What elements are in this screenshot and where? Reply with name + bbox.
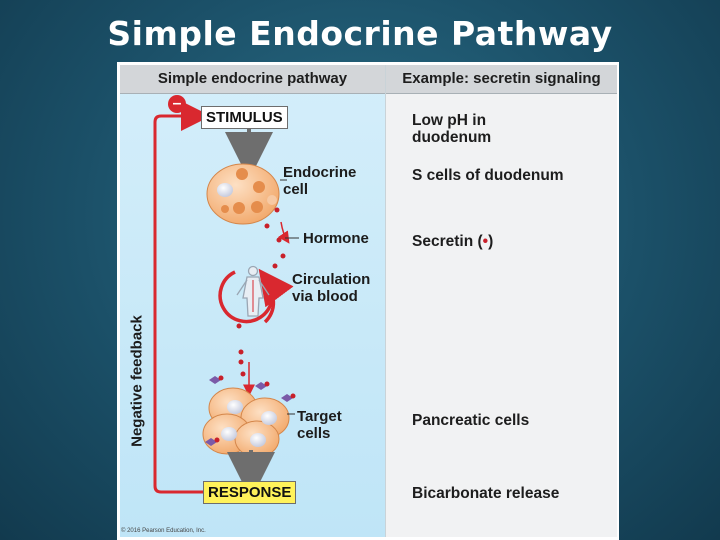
secretin-dot-legend: (•) (477, 233, 494, 250)
negative-feedback-arrow (153, 101, 211, 494)
example-endocrine-cell: S cells of duodenum (412, 167, 564, 184)
endocrine-figure: Simple endocrine pathway Example: secret… (117, 62, 619, 540)
stimulus-box: STIMULUS (201, 106, 288, 129)
target-cells-label: Target cells (297, 408, 342, 442)
negative-feedback-label: Negative feedback (128, 315, 146, 447)
circulation-label: Circulation via blood (292, 271, 371, 305)
left-column-header: Simple endocrine pathway (120, 65, 385, 94)
negative-sign-icon: – (168, 95, 186, 113)
response-box: RESPONSE (203, 481, 297, 504)
target-cells-icon (202, 371, 296, 458)
hormone-label: Hormone (303, 230, 369, 247)
copyright-text: © 2016 Pearson Education, Inc. (121, 528, 206, 534)
right-column-header: Example: secretin signaling (386, 65, 617, 94)
right-column: Example: secretin signaling Low pH in du… (385, 65, 617, 537)
example-response: Bicarbonate release (412, 485, 560, 502)
example-stimulus: Low pH in duodenum (412, 112, 492, 146)
endocrine-cell-label: Endocrine cell (283, 164, 357, 198)
slide-title: Simple Endocrine Pathway (107, 14, 613, 53)
example-hormone: Secretin (•) (412, 233, 494, 250)
pathway-artwork (153, 101, 299, 500)
endocrine-cell-icon (206, 163, 280, 225)
circulation-icon (218, 265, 294, 324)
hormone-release-arrow (277, 221, 290, 244)
example-target: Pancreatic cells (412, 412, 530, 429)
